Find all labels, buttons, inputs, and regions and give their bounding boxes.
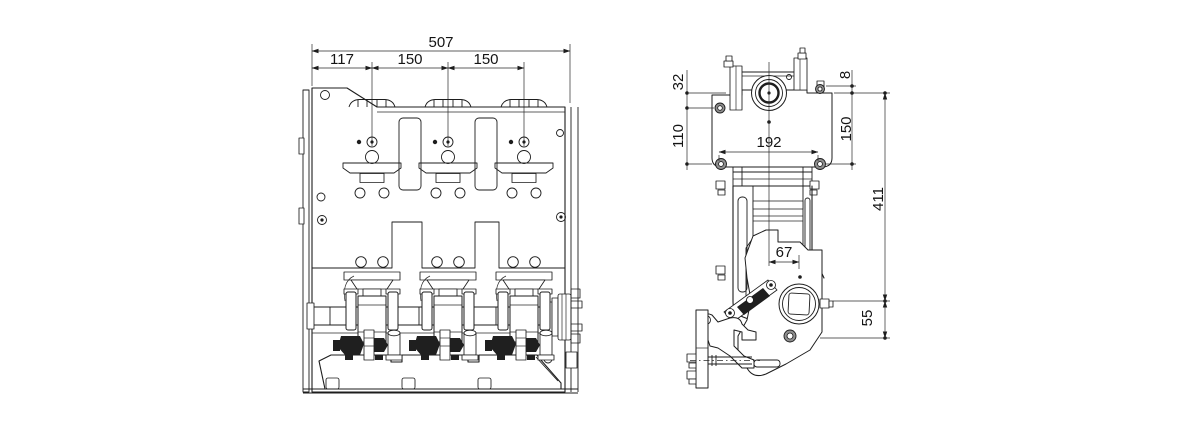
dim-flange-step-label: 8 — [837, 71, 854, 79]
dim-hole-span-label: 150 — [838, 116, 855, 141]
linkage — [723, 279, 778, 323]
terminal-pads — [348, 99, 548, 108]
side-view — [686, 47, 834, 389]
dimensions: 507 117 150 150 32 110 192 67 — [311, 34, 890, 340]
left-rail — [298, 89, 310, 393]
dim-left-offset-label: 117 — [330, 51, 354, 68]
dim-pitch-a-label: 150 — [397, 51, 422, 68]
dim-mounting-span-label: 192 — [756, 134, 781, 151]
dim-top-offset-label: 32 — [670, 74, 687, 91]
front-view — [298, 62, 583, 394]
square-drive-hub — [787, 292, 811, 316]
dim-crank-offset-label: 67 — [776, 244, 793, 261]
panel-slot — [398, 117, 422, 191]
pole-assembly-3 — [484, 136, 555, 361]
dim-pitch-b-label: 150 — [473, 51, 498, 68]
dim-overall-height-label: 411 — [870, 187, 887, 211]
base-frame — [303, 354, 578, 394]
pole-assembly-2 — [408, 136, 479, 361]
right-rail — [565, 107, 579, 392]
rear-plate — [311, 87, 566, 393]
panel-slot — [474, 117, 498, 191]
pull-rod — [686, 309, 760, 389]
dim-shaft-drop-label: 55 — [859, 310, 876, 327]
dim-upper-section-label: 110 — [670, 124, 687, 148]
dim-overall-width-label: 507 — [428, 34, 453, 51]
